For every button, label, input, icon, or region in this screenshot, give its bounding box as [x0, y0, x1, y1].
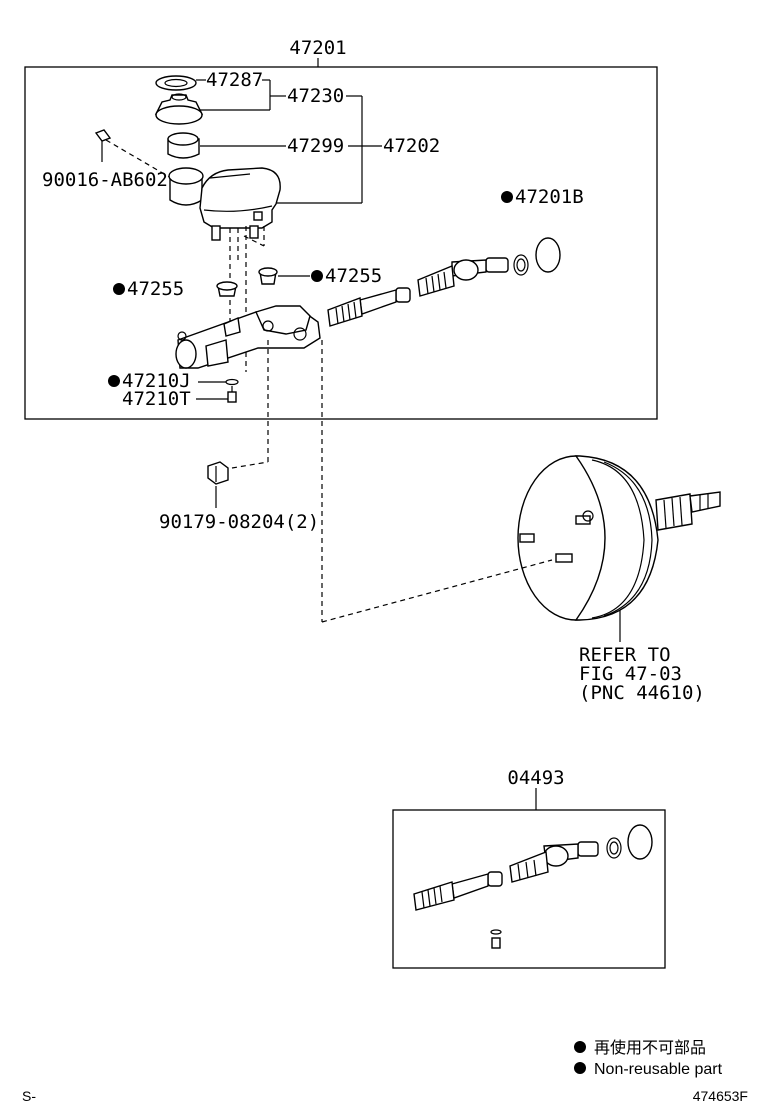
non-reusable-mark-47201B — [501, 191, 513, 203]
non-reusable-mark-47255-right — [311, 270, 323, 282]
part-reservoir-tank — [168, 167, 281, 241]
label-47202: 47202 — [383, 135, 440, 157]
part-47230-cap — [154, 93, 204, 125]
label-47299: 47299 — [287, 135, 344, 157]
part-47287-gasket — [155, 75, 197, 91]
part-47210J-gasket — [225, 378, 239, 386]
label-90016-AB602: 90016-AB602 — [42, 169, 168, 191]
label-47287: 47287 — [206, 69, 263, 91]
legend-dot-1 — [574, 1041, 586, 1053]
kit-bleeder — [490, 929, 502, 949]
kit-primary-piston — [413, 871, 503, 911]
label-47210T: 47210T — [122, 388, 191, 410]
legend-non-reusable: Non-reusable part — [594, 1061, 723, 1078]
refer-line-1: REFER TO — [579, 644, 671, 666]
part-47299-strainer — [167, 132, 200, 159]
label-90179-08204: 90179-08204(2) — [159, 511, 319, 533]
label-47201: 47201 — [289, 37, 346, 59]
non-reusable-mark-47255-left — [113, 283, 125, 295]
assembly-frame-47201 — [24, 66, 658, 420]
label-04493: 04493 — [507, 767, 564, 789]
label-47210J: 47210J — [122, 370, 191, 392]
kit-snap-ring — [606, 837, 622, 859]
refer-line-3: (PNC 44610) — [579, 682, 705, 704]
part-47255-grommet-left — [216, 281, 238, 297]
label-47230: 47230 — [287, 85, 344, 107]
kit-secondary-piston — [509, 841, 599, 883]
legend-dot-2 — [574, 1062, 586, 1074]
part-secondary-piston — [417, 257, 509, 297]
part-90179-nut — [207, 461, 229, 485]
part-90016-screw — [94, 129, 112, 162]
kit-o-ring — [627, 824, 653, 860]
label-47201B: 47201B — [515, 186, 584, 208]
corner-left-code: S- — [22, 1088, 36, 1104]
non-reusable-mark-47210J — [108, 375, 120, 387]
part-primary-piston — [327, 287, 411, 327]
part-snap-ring — [513, 254, 529, 276]
corner-figure-number: 474653F — [693, 1088, 748, 1104]
part-47201B-o-ring — [535, 237, 561, 273]
part-master-cylinder-body — [175, 305, 321, 369]
refer-line-2: FIG 47-03 — [579, 663, 682, 685]
label-47255-left: 47255 — [127, 278, 184, 300]
part-47255-grommet-right — [258, 267, 278, 285]
legend-japanese: 再使用不可部品 — [594, 1039, 706, 1057]
label-47255-right: 47255 — [325, 265, 382, 287]
part-brake-booster — [517, 455, 721, 621]
part-47210T-bleeder — [227, 386, 237, 403]
kit-frame-04493 — [392, 809, 666, 969]
